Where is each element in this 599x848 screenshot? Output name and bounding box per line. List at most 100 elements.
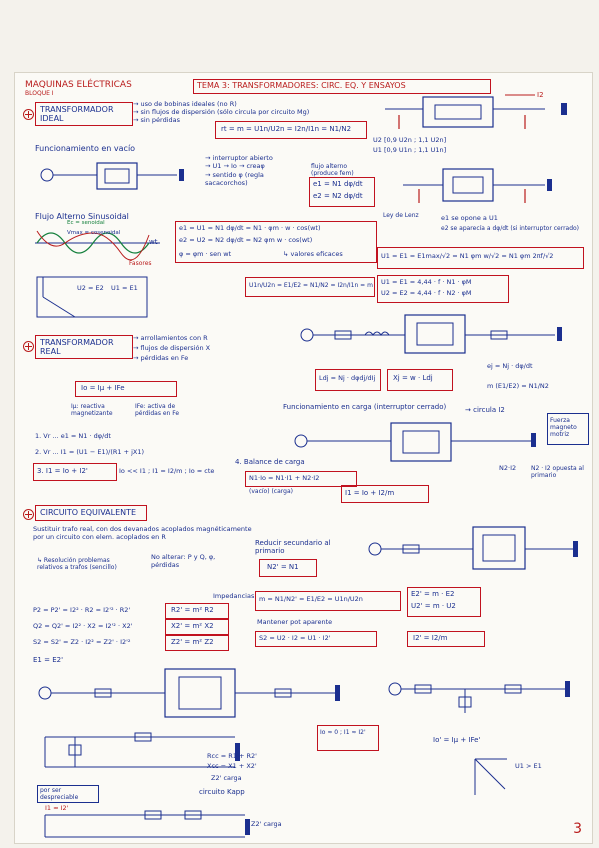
senoidal-eq-6: U2 = E2 = 4,44 · f · N2 · φM: [381, 289, 472, 297]
ratio2-box: [245, 277, 375, 297]
reducir-label: Reducir secundario al primario: [255, 539, 331, 555]
vacio-right-sketch: [403, 168, 552, 203]
topic-title: TEMA 3: TRANSFORMADORES: CIRC. EQ. Y ENS…: [197, 81, 406, 90]
senoidal-eq-3: φ = φm · sen wt: [179, 250, 232, 258]
flujo-alterno-note: flujo alterno (produce fem): [311, 163, 354, 177]
label-vmax: Vmax = cosenoidal: [67, 230, 121, 236]
u1e1-label: U1 > E1: [515, 762, 542, 770]
io-eq-box: [75, 381, 177, 397]
z2-carga: Z2' carga: [211, 774, 242, 782]
step-3: 3. I1 = Io + I2': [37, 467, 88, 475]
q2-eq: Q2 = Q2' = I2² · X2 = I2'² · X2': [33, 622, 133, 630]
page-number: 3: [573, 821, 582, 837]
senoidal-heading: Flujo Alterno Sinusoidal: [35, 212, 129, 221]
topic-box: [193, 79, 491, 94]
label-u1e1: U1 = E1: [111, 284, 138, 292]
s2-eq: S2 = S2' = Z2 · I2² = Z2' · I2'²: [33, 638, 131, 646]
equiv-heading: CIRCUITO EQUIVALENTE: [40, 508, 137, 517]
e1-eq: e1 = N1 dφ/dt: [313, 180, 363, 188]
ideal-limits-2: U1 [0,9 U1n ; 1,1 U1n]: [373, 146, 447, 154]
phasor-io-sketch: [474, 758, 507, 795]
senoidal-eq-2: e2 = U2 = N2 dφ/dt = N2 φm w · cos(wt): [179, 236, 313, 244]
z2p: Z2' = m² Z2: [171, 638, 214, 646]
balance-sub: (vacío) (carga): [249, 488, 293, 495]
real-heading-box: [35, 335, 133, 359]
ideal-ratio: rt = m = U1n/U2n = I2n/I1n = N1/N2: [221, 125, 352, 133]
balance-heading: 4. Balance de carga: [235, 458, 305, 466]
n2eq: N2' = N1: [267, 563, 299, 571]
label-u2e2: U2 = E2: [77, 284, 104, 292]
svg-text:I2: I2: [537, 91, 544, 99]
x2p: X2' = m² X2: [171, 622, 214, 630]
fuerza-box: [547, 413, 589, 445]
xj-box: [387, 369, 453, 391]
io-note-1: Iμ: reactiva magnetizante: [71, 403, 113, 417]
real-circuit-sketch: [300, 314, 562, 354]
equiv-resol: ↳ Resolución problemas relativos a trafo…: [37, 557, 117, 571]
e2-aparece: e2 se aparecía a dφ/dt (si interruptor c…: [441, 225, 580, 232]
step-3b: Io << I1 ; I1 = I2/m ; Io ≈ cte: [119, 467, 215, 475]
s2eq: S2 = U2 · I2 = U1 · I2': [259, 634, 331, 642]
lenz-label: Ley de Lenz: [383, 212, 419, 219]
notes-page: MAQUINAS ELÉCTRICAS BLOQUE I TEMA 3: TRA…: [14, 72, 593, 844]
io-note-2: IFe: activa de pérdidas en Fe: [135, 403, 180, 417]
senoidal-eq-1: e1 = U1 = N1 dφ/dt = N1 · φm · w · cos(w…: [179, 224, 321, 232]
io-note-equiv: Io ≈ 0 ; I1 ≈ I2': [320, 729, 366, 736]
kapp-circuit: [44, 810, 250, 838]
bullet-plus-icon: [23, 109, 34, 120]
ej-eq: ej = Nj · dφ/dt: [487, 362, 533, 370]
impedancias-label: Impedancias: [213, 592, 255, 600]
bullet-plus-icon: [23, 509, 34, 520]
phasor-sketch: [36, 276, 148, 318]
senoidal-eq-box: [175, 221, 377, 263]
bullet-plus-icon: [23, 341, 34, 352]
i2p-box: [407, 631, 485, 647]
ldj-eq: Ldj = Nj · dφdj/dIj: [319, 374, 376, 382]
rcc-eq: Rcc = R1 + R2': [207, 752, 257, 760]
ideal-transformer-sketch: I2: [385, 91, 567, 129]
step3-box: [33, 463, 117, 481]
n2i2-note: N2 · I2 opuesta al primario: [531, 465, 584, 479]
real-note-1: → arrollamientos con R: [133, 334, 208, 342]
real-note-3: → pérdidas en Fe: [133, 354, 189, 362]
e2p-box: [407, 587, 481, 617]
senoidal-eq-4: U1 = E1 = E1max/√2 = N1 φm w/√2 = N1 φm …: [381, 252, 554, 260]
r2p-box: [165, 603, 229, 619]
equiv-heading-box: [35, 505, 147, 521]
kapp-label: circuito Kapp: [199, 788, 245, 796]
i1i2-label: I1 ≈ I2': [45, 804, 69, 812]
balance-eq: N1·Io = N1·I1 + N2·I2: [249, 474, 320, 482]
balance-res-box: [341, 485, 429, 503]
ideal-ratio-box: [215, 121, 367, 139]
mantener-potencia: Mantener pot aparente: [257, 618, 333, 626]
equiv-circuit-3: [44, 732, 240, 768]
io-eq: Io = Iμ + IFe: [81, 384, 125, 392]
m-eq: m (E1/E2) = N1/N2: [487, 382, 549, 390]
vacio-circuit-sketch: [40, 162, 184, 190]
e2p: E2' = m · E2: [411, 590, 455, 598]
label-wt: wt: [149, 238, 158, 246]
s2eq-box: [255, 631, 377, 647]
i2p: I2' = I2/m: [413, 634, 448, 642]
no-alterar: No alterar: P y Q, φ, pérdidas: [151, 553, 216, 569]
e1e2-label: E1 = E2': [33, 656, 63, 664]
vacio-heading: Funcionamiento en vacío: [35, 144, 136, 153]
real-note-2: → flujos de dispersión X: [133, 344, 211, 352]
step-1: 1. Vr ... e1 = N1 · dφ/dt: [35, 432, 111, 440]
equiv-top-sketch: [368, 526, 578, 570]
r2p: R2' = m² R2: [171, 606, 214, 614]
senoidal-eq-5: U1 = E1 = 4,44 · f · N1 · φM: [381, 278, 472, 286]
m-eq2: m = N1/N2' = E1/E2 = U1n/U2n: [259, 595, 363, 603]
despreciable-box: [37, 785, 99, 803]
valores-eficaces: ↳ valores eficaces: [283, 250, 343, 258]
ratio2: U1n/U2n = E1/E2 = N1/N2 = I2n/I1n = m: [249, 282, 373, 289]
n2eq-box: [259, 559, 317, 577]
e2-eq: e2 = N2 dφ/dt: [313, 192, 363, 200]
io-eq2: Io' = Iμ + IFe': [433, 736, 481, 744]
vacio-note-2: → U1 → Io → creaφ: [205, 162, 265, 170]
e1-opone: e1 se opone a U1: [441, 214, 498, 222]
label-senoidal: Ec = senoidal: [67, 220, 105, 226]
emf-box: [309, 177, 375, 207]
subject-title: MAQUINAS ELÉCTRICAS: [25, 80, 132, 90]
block-label: BLOQUE I: [25, 90, 54, 97]
